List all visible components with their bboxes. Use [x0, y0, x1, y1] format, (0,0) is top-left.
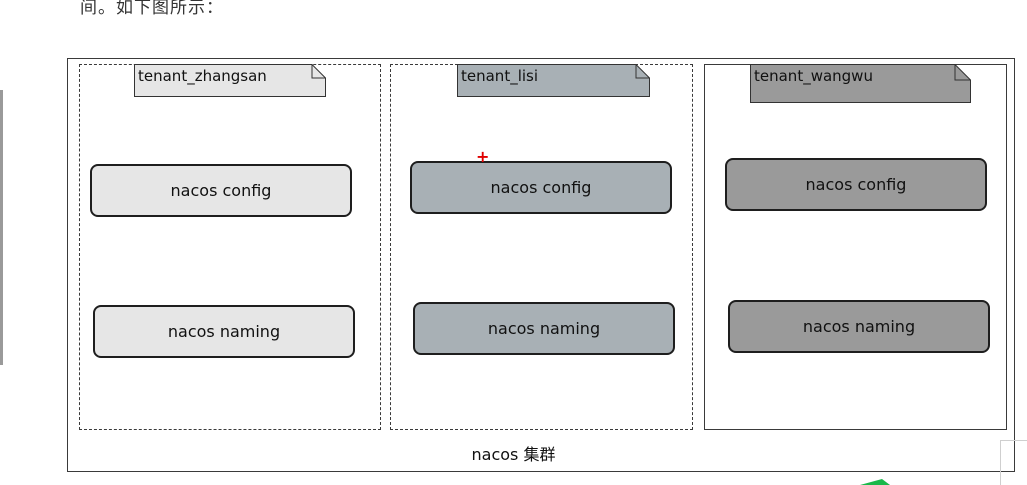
- nacos-cluster-box: [67, 58, 1015, 472]
- tenant-lisi-nacos-naming: nacos naming: [413, 302, 675, 355]
- intro-text: 间。如下图所示：: [80, 0, 224, 18]
- tenant-zhangsan-note: tenant_zhangsan: [134, 64, 326, 97]
- tenant-wangwu-note: tenant_wangwu: [750, 64, 971, 103]
- tenant-zhangsan-nacos-config: nacos config: [90, 164, 352, 217]
- tenant-zhangsan-group: [79, 64, 381, 430]
- tenant-lisi-note: tenant_lisi: [457, 64, 650, 97]
- tenant-zhangsan-nacos-naming: nacos naming: [93, 305, 355, 358]
- tenant-zhangsan-label: tenant_zhangsan: [138, 67, 267, 85]
- tenant-lisi-group: [390, 64, 693, 430]
- corner-bracket: [1000, 440, 1027, 485]
- note-shape: [750, 64, 971, 103]
- tenant-wangwu-group: [704, 64, 1007, 430]
- tenant-wangwu-label: tenant_wangwu: [754, 67, 873, 85]
- tenant-wangwu-nacos-config: nacos config: [725, 158, 987, 211]
- red-crosshair-cursor-icon: +: [476, 147, 490, 166]
- tenant-lisi-nacos-config: nacos config: [410, 161, 672, 214]
- tenant-wangwu-nacos-naming: nacos naming: [728, 300, 990, 353]
- cluster-label: nacos 集群: [471, 445, 556, 464]
- note-shape: [134, 64, 326, 97]
- left-scroll-indicator: [0, 90, 3, 365]
- note-shape: [457, 64, 650, 97]
- green-arrow-icon: [860, 479, 890, 485]
- tenant-lisi-label: tenant_lisi: [461, 67, 539, 85]
